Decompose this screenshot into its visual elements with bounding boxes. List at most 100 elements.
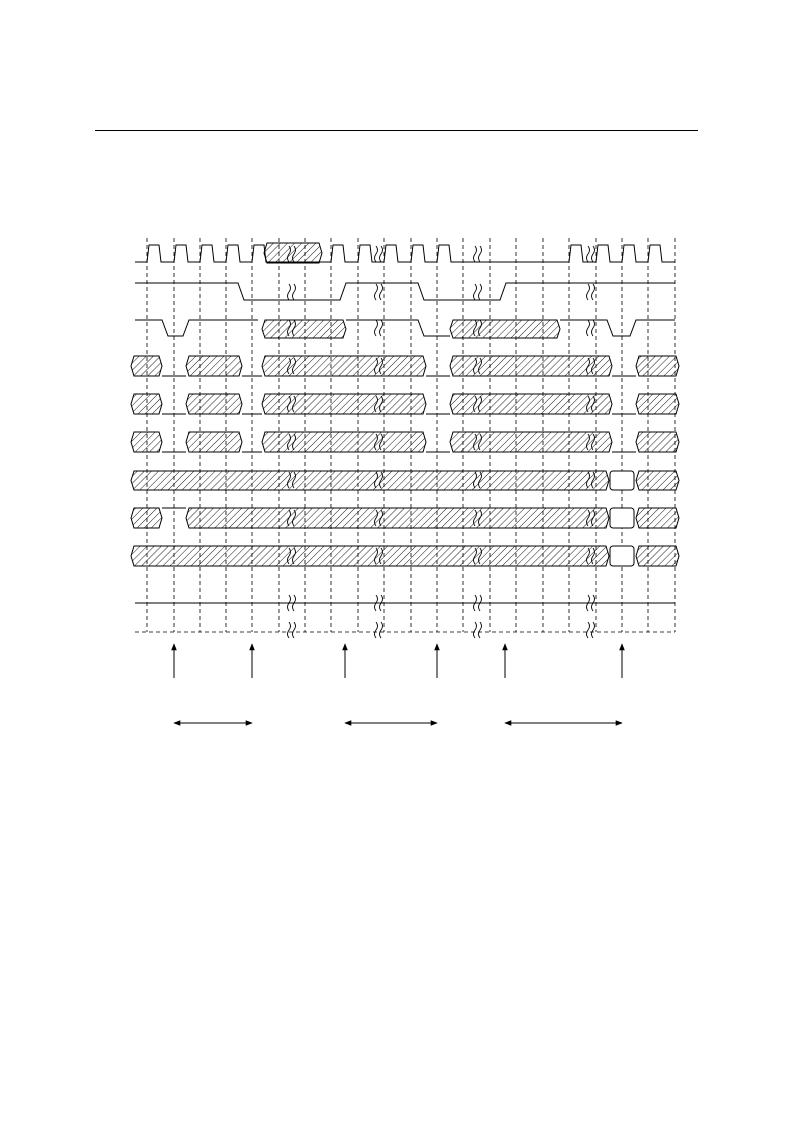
break-mark bbox=[591, 319, 595, 337]
break-mark bbox=[473, 547, 477, 565]
control-waveform-a bbox=[135, 319, 258, 337]
break-mark bbox=[379, 594, 383, 612]
bus-segment bbox=[185, 431, 243, 453]
event-markers bbox=[171, 643, 625, 726]
bus-segment bbox=[635, 470, 680, 491]
bus-segment bbox=[635, 507, 680, 529]
break-mark bbox=[478, 319, 482, 337]
break-mark bbox=[379, 433, 383, 451]
break-mark bbox=[287, 621, 291, 639]
break-mark bbox=[292, 395, 296, 413]
break-mark bbox=[478, 509, 482, 527]
break-mark bbox=[586, 471, 590, 489]
valid-data-window bbox=[609, 545, 635, 567]
break-mark bbox=[473, 471, 477, 489]
bus-segment bbox=[635, 545, 680, 567]
break-mark bbox=[591, 594, 595, 612]
break-mark bbox=[287, 594, 291, 612]
break-mark bbox=[478, 357, 482, 375]
break-mark bbox=[374, 433, 378, 451]
break-mark bbox=[374, 319, 378, 337]
break-mark bbox=[292, 547, 296, 565]
break-mark bbox=[292, 594, 296, 612]
break-mark bbox=[591, 547, 595, 565]
break-mark bbox=[586, 395, 590, 413]
clock-waveform bbox=[135, 244, 675, 263]
break-mark bbox=[287, 395, 291, 413]
control-waveform-b bbox=[346, 319, 450, 337]
break-mark bbox=[478, 547, 482, 565]
break-mark bbox=[591, 357, 595, 375]
bus-segment bbox=[635, 431, 680, 453]
break-mark bbox=[591, 245, 595, 263]
break-mark bbox=[473, 283, 477, 301]
bus-segment bbox=[449, 393, 613, 415]
bus-segment bbox=[449, 355, 613, 377]
break-mark bbox=[287, 283, 291, 301]
break-mark bbox=[473, 245, 477, 263]
break-mark bbox=[292, 283, 296, 301]
control-waveform-c bbox=[560, 319, 675, 337]
break-mark bbox=[379, 245, 383, 263]
break-mark bbox=[292, 245, 296, 263]
break-mark bbox=[591, 433, 595, 451]
break-mark bbox=[374, 283, 378, 301]
break-mark bbox=[586, 245, 590, 263]
break-mark bbox=[586, 594, 590, 612]
break-mark bbox=[586, 357, 590, 375]
bus-segment bbox=[261, 431, 427, 453]
break-mark bbox=[292, 471, 296, 489]
break-mark bbox=[287, 245, 291, 263]
break-mark bbox=[287, 471, 291, 489]
bus-segment bbox=[130, 393, 163, 415]
break-mark bbox=[379, 471, 383, 489]
break-mark bbox=[374, 621, 378, 639]
break-mark bbox=[586, 433, 590, 451]
break-mark bbox=[473, 395, 477, 413]
break-mark bbox=[374, 594, 378, 612]
break-mark bbox=[473, 433, 477, 451]
valid-data-window bbox=[609, 470, 635, 491]
break-mark bbox=[478, 471, 482, 489]
break-mark bbox=[478, 433, 482, 451]
break-mark bbox=[379, 283, 383, 301]
break-mark bbox=[287, 509, 291, 527]
break-mark bbox=[586, 509, 590, 527]
control-data-a bbox=[261, 319, 347, 339]
bus-segment bbox=[635, 393, 680, 415]
break-mark bbox=[478, 594, 482, 612]
break-mark bbox=[591, 471, 595, 489]
bus-segment bbox=[130, 507, 163, 529]
break-mark bbox=[292, 621, 296, 639]
break-mark bbox=[379, 319, 383, 337]
break-mark bbox=[478, 283, 482, 301]
break-mark bbox=[287, 433, 291, 451]
break-mark bbox=[591, 509, 595, 527]
break-mark bbox=[374, 357, 378, 375]
break-mark bbox=[374, 471, 378, 489]
break-mark bbox=[591, 283, 595, 301]
bus-segment bbox=[635, 355, 680, 377]
break-mark bbox=[379, 621, 383, 639]
break-mark bbox=[374, 509, 378, 527]
break-mark bbox=[586, 547, 590, 565]
break-mark bbox=[591, 621, 595, 639]
bus-segment bbox=[130, 431, 163, 453]
break-mark bbox=[287, 319, 291, 337]
bus-segment bbox=[130, 545, 610, 567]
strobe-waveform bbox=[135, 282, 675, 301]
break-mark bbox=[292, 357, 296, 375]
break-mark bbox=[473, 594, 477, 612]
break-mark bbox=[287, 357, 291, 375]
valid-data-window bbox=[609, 507, 635, 529]
break-mark bbox=[473, 621, 477, 639]
break-mark bbox=[473, 509, 477, 527]
break-mark bbox=[374, 395, 378, 413]
break-mark bbox=[379, 509, 383, 527]
break-mark bbox=[374, 547, 378, 565]
bus-segment bbox=[185, 507, 610, 529]
break-mark bbox=[478, 395, 482, 413]
control-data-b bbox=[449, 319, 561, 339]
signal-waveforms bbox=[130, 242, 680, 604]
bus-segment bbox=[185, 355, 243, 377]
